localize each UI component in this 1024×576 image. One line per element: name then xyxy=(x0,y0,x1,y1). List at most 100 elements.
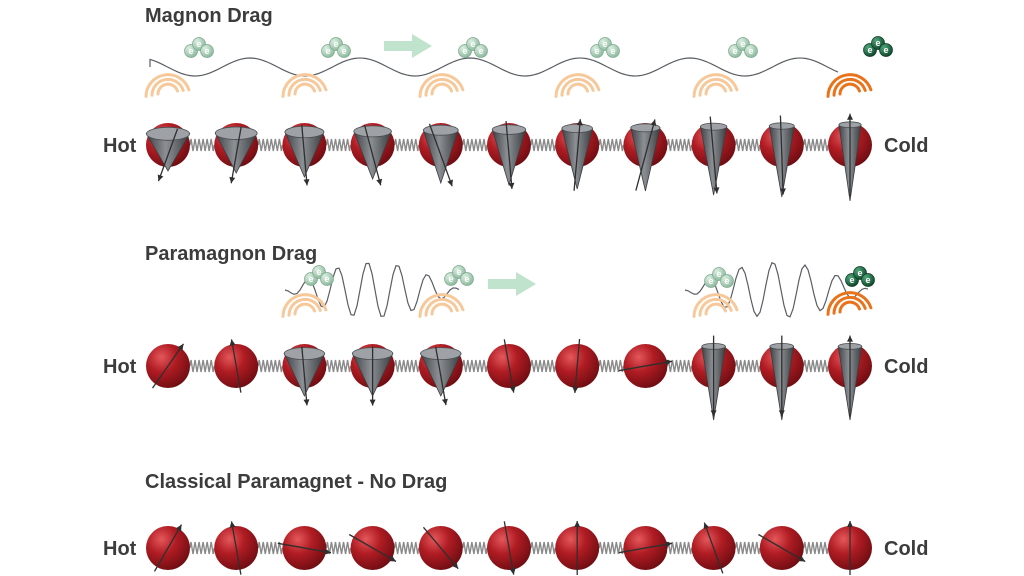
magnon-electron-cluster-0-electron-label-0: e xyxy=(188,46,193,56)
classical-paramagnet-spring-7 xyxy=(666,541,693,555)
magnon-phonon-wave-1-arc-1 xyxy=(287,77,322,97)
magnon-phonon-wave-4-arc-1 xyxy=(698,77,733,97)
classical-paramagnet-spin-arrow-6-head xyxy=(574,521,581,527)
paramagnon-drag-spin-cone-4-cap xyxy=(420,347,462,361)
magnon-electron-cluster-cold-electron-label-1: e xyxy=(875,38,880,48)
cold-label-magnon: Cold xyxy=(884,135,928,157)
paramagnon-electron-cluster-0-electron-label-1: e xyxy=(316,267,321,277)
magnon-electron-cluster-4-electron-label-0: e xyxy=(732,46,737,56)
magnon-drag-spin-cone-8-cap xyxy=(699,122,728,131)
magnon-electron-cluster-1-electron-label-2: e xyxy=(341,46,346,56)
paramagnon-electron-cluster-cold-electron-label-0: e xyxy=(849,275,854,285)
paramagnon-drag-spin-cone-2-cap xyxy=(283,347,325,361)
paramagnon-drag-spring-9 xyxy=(803,359,829,373)
hot-label-magnon: Hot xyxy=(103,135,137,157)
magnon-phonon-wave-0-arc-0 xyxy=(156,82,179,96)
classical-paramagnet-spin-arrow-0-head xyxy=(175,524,182,532)
magnon-phonon-wave-4-arc-0 xyxy=(704,82,727,96)
paramagnon-drag-spin-arrow-1-head xyxy=(229,339,236,346)
paramagnon-electron-cluster-cold-electron-label-2: e xyxy=(865,275,870,285)
magnon-drag-spring-8 xyxy=(734,138,761,152)
paramagnon-electron-cluster-2-electron-label-1: e xyxy=(716,269,721,279)
classical-paramagnet-spin-arrow-4 xyxy=(422,526,459,570)
paramagnon-electron-cluster-0-electron-label-0: e xyxy=(308,274,313,284)
magnon-drag-spin-arrow-5-head xyxy=(508,182,515,189)
magnon-electron-cluster-4-electron-label-2: e xyxy=(748,46,753,56)
magnon-drag-spin-arrow-5 xyxy=(505,120,513,190)
magnon-phonon-wave-cold-arc-0 xyxy=(838,82,861,96)
paramagnon-drag-spin-arrow-5 xyxy=(503,339,515,393)
classical-paramagnet-spin-arrow-1-head xyxy=(229,521,236,528)
paramagnon-phonon-wave-cold-arc-2 xyxy=(826,291,873,316)
magnon-electron-cluster-3-electron-2 xyxy=(606,44,620,58)
paramagnon-drag-spring-0 xyxy=(189,359,215,373)
magnon-electron-cluster-1-electron-label-0: e xyxy=(325,46,330,56)
classical-paramagnet-spring-5 xyxy=(530,541,556,555)
magnon-drag-spin-arrow-10-head xyxy=(847,113,853,120)
magnon-drag-spin-arrow-7 xyxy=(635,119,656,191)
magnon-electron-cluster-2-electron-label-0: e xyxy=(462,46,467,56)
paramagnon-drag-spin-arrow-5-head xyxy=(509,386,516,393)
paramagnon-drag-spin-arrow-4-head xyxy=(441,398,448,406)
magnon-electron-cluster-0-electron-label-1: e xyxy=(196,39,201,49)
magnon-drag-spin-arrow-1-head xyxy=(229,176,236,184)
classical-paramagnet-spin-arrow-5 xyxy=(503,521,515,575)
classical-paramagnet-spin-arrow-9 xyxy=(758,533,806,563)
classical-paramagnet-spring-6 xyxy=(598,541,625,555)
magnon-phonon-wave-2-arc-0 xyxy=(430,82,453,96)
magnon-phonon-wave-2-arc-2 xyxy=(418,73,465,98)
paramagnon-electron-cluster-2-electron-label-2: e xyxy=(724,276,729,286)
magnon-phonon-wave-3-arc-2 xyxy=(554,73,601,98)
paramagnon-electron-cluster-0-electron-label-2: e xyxy=(324,274,329,284)
paramagnon-drag-spin-arrow-2-head xyxy=(303,399,310,406)
magnon-phonon-wave-1-arc-0 xyxy=(293,82,316,96)
magnon-drag-spin-arrow-6 xyxy=(573,119,581,191)
paramagnon-phonon-wave-2-arc-2 xyxy=(692,293,739,318)
paramagnon-drag-spin-arrow-7 xyxy=(618,360,673,372)
paramagnon-phonon-wave-1-arc-0 xyxy=(430,302,453,316)
paramagnon-electron-cluster-cold-electron-2 xyxy=(861,273,875,287)
magnon-drag-spin-arrow-0 xyxy=(157,128,179,182)
magnon-drag-spin-arrow-4 xyxy=(428,123,453,187)
magnon-phonon-wave-3-arc-0 xyxy=(566,82,589,96)
hot-label-classical: Hot xyxy=(103,538,137,560)
cold-label-classical: Cold xyxy=(884,538,928,560)
paramagnon-drag-spin-arrow-7-head xyxy=(665,359,672,366)
magnon-phonon-wave-0-arc-2 xyxy=(144,73,191,98)
magnon-phonon-wave-1-arc-2 xyxy=(281,73,328,98)
classical-paramagnet-spin-arrow-9-head xyxy=(798,555,806,562)
classical-paramagnet-spring-8 xyxy=(734,541,761,555)
paramagnon-phonon-wave-0-arc-0 xyxy=(293,302,316,316)
classical-paramagnet-spin-arrow-7-head xyxy=(665,541,672,548)
classical-paramagnet-spin-arrow-3-head xyxy=(389,555,396,562)
paramagnon-phonon-wave-0-arc-2 xyxy=(281,293,328,318)
classical-paramagnet-spin-arrow-0 xyxy=(153,524,183,572)
classical-paramagnet-spring-9 xyxy=(803,541,829,555)
magnon-electron-cluster-4-electron-2 xyxy=(744,44,758,58)
panel-title-magnon-drag: Magnon Drag xyxy=(145,5,273,27)
paramagnon-flow-arrow xyxy=(488,272,536,296)
magnon-drag-spin-arrow-1 xyxy=(230,126,242,184)
classical-paramagnet-spring-0 xyxy=(189,541,215,555)
magnon-electron-cluster-2-electron-label-2: e xyxy=(478,46,483,56)
paramagnon-drag-spin-arrow-2 xyxy=(301,346,308,406)
magnon-drag-spring-4 xyxy=(462,138,488,152)
magnon-drag-spin-arrow-0-head xyxy=(157,174,164,182)
magnon-drag-spring-2 xyxy=(325,138,352,152)
paramagnon-drag-spin-arrow-6-head xyxy=(572,386,579,393)
magnon-drag-spin-arrow-3 xyxy=(363,124,382,186)
magnon-phonon-wave-2-arc-1 xyxy=(424,77,459,97)
magnon-drag-spin-cone-3-cap xyxy=(353,125,392,138)
magnon-drag-spin-cone-0-cap xyxy=(145,126,190,141)
magnon-drag-spin-arrow-6-head xyxy=(576,119,583,126)
paramagnon-phonon-wave-cold-arc-0 xyxy=(838,300,861,314)
magnon-spin-wave xyxy=(149,57,839,77)
paramagnon-electron-cluster-1-electron-2 xyxy=(460,272,474,286)
paramagnon-drag-spring-1 xyxy=(257,359,284,373)
magnon-electron-cluster-3-electron-label-1: e xyxy=(602,39,607,49)
paramagnon-electron-cluster-1-electron-label-2: e xyxy=(464,274,469,284)
paramagnon-electron-cluster-2-electron-2 xyxy=(720,274,734,288)
paramagnon-phonon-wave-0-arc-1 xyxy=(287,297,322,317)
